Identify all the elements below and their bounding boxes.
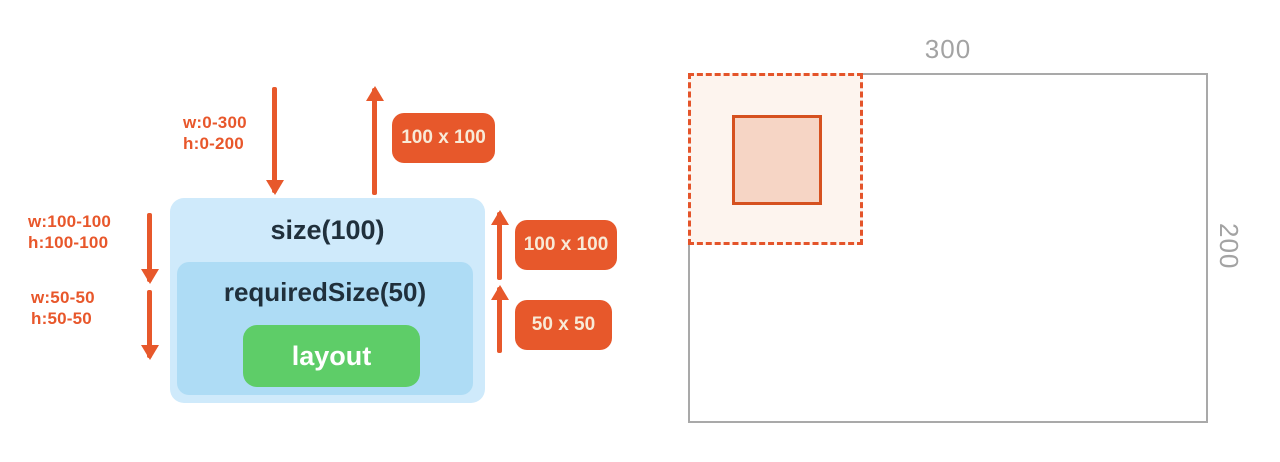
parent-width-label: 300: [924, 34, 972, 64]
size-badge: 100 x 100: [515, 220, 617, 270]
required-size-modifier-box: requiredSize(50) layout: [177, 262, 473, 395]
arrowhead-icon: [140, 269, 159, 284]
down-arrow-icon: [140, 213, 159, 284]
constraint-height-text: h:100-100: [28, 233, 109, 252]
parent-constraints-rect: [688, 73, 1208, 423]
size-badge-label: 100 x 100: [401, 127, 486, 148]
size-modifier-label: size(100): [270, 215, 385, 245]
arrowhead-icon: [265, 180, 284, 195]
down-arrow-icon: [265, 87, 284, 195]
size-modifier-box: size(100) requiredSize(50) layout: [170, 198, 485, 403]
incoming-constraints-label: w:0-300 h:0-200: [183, 112, 247, 154]
constraint-width-text: w:50-50: [31, 288, 95, 307]
size-badge-label: 100 x 100: [523, 234, 609, 255]
constraint-width-text: w:100-100: [28, 212, 112, 231]
layout-node-label: layout: [291, 340, 372, 371]
size-badge: 50 x 50: [515, 300, 612, 350]
placed-layout-square: [732, 115, 822, 205]
up-arrow-icon: [490, 210, 509, 280]
required-size-modifier-label: requiredSize(50): [223, 277, 427, 307]
arrowhead-icon: [490, 285, 509, 300]
arrowhead-icon: [490, 210, 509, 225]
constraint-height-text: h:50-50: [31, 309, 92, 328]
constraint-width-text: w:0-300: [183, 113, 247, 132]
modifier-chain-diagram: w:0-300 h:0-200 100 x 100 w:100-100 h:10…: [28, 86, 617, 403]
size-badge: 100 x 100: [392, 113, 495, 163]
arrowhead-icon: [365, 86, 384, 101]
down-arrow-icon: [140, 290, 159, 360]
arrowhead-icon: [140, 345, 159, 360]
parent-height-label: 200: [1214, 223, 1244, 270]
size-badge-label: 50 x 50: [531, 314, 596, 335]
constraint-height-text: h:0-200: [183, 134, 244, 153]
required-size-constraints-label: w:50-50 h:50-50: [31, 287, 95, 329]
up-arrow-icon: [365, 86, 384, 195]
size-modifier-constraints-label: w:100-100 h:100-100: [28, 211, 111, 253]
measured-size-dashed-region: [688, 73, 863, 245]
layout-node-box: layout: [243, 325, 420, 387]
up-arrow-icon: [490, 285, 509, 353]
